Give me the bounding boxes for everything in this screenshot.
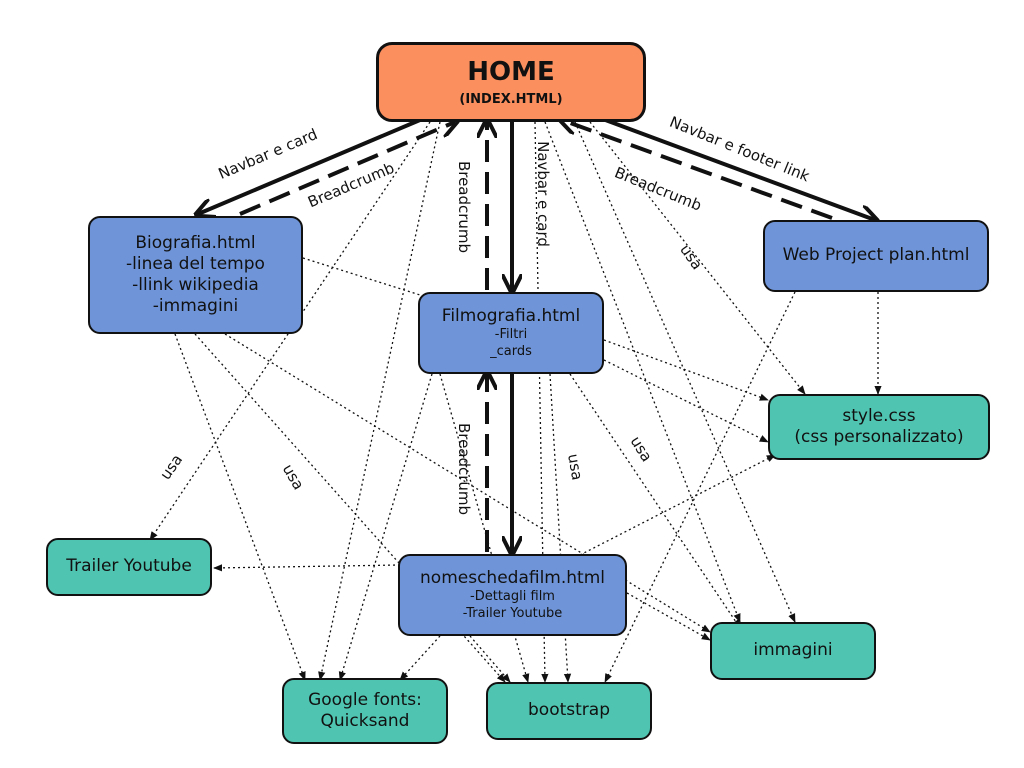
filmografia-title: Filmografia.html xyxy=(441,306,581,327)
breadcrumb-biografia-to-home xyxy=(239,122,455,216)
label-breadcrumb-center-bottom: Breadcrumb xyxy=(455,422,474,516)
usa-scheda-to-fonts xyxy=(399,635,441,681)
usa-filmografia-to-style-2 xyxy=(603,359,769,443)
usa-biografia-to-fonts xyxy=(174,333,306,681)
usa-filmografia-to-immagini xyxy=(569,373,741,629)
filmografia-node: Filmografia.html -Filtri _cards xyxy=(418,292,604,374)
usa-home-to-immagini-2 xyxy=(574,121,796,623)
label-breadcrumb-center-top: Breadcrumb xyxy=(455,160,474,254)
label-navbar-card-center: Navbar e card xyxy=(533,141,552,247)
home-node: HOME (INDEX.HTML) xyxy=(376,42,646,122)
webproject-title: Web Project plan.html xyxy=(782,245,970,266)
usa-scheda-to-style xyxy=(579,454,776,556)
filmografia-line-2: _cards xyxy=(490,343,532,359)
usa-scheda-to-immagini xyxy=(626,592,711,641)
style-line-1: (css personalizzato) xyxy=(794,427,964,447)
nav-home-to-biografia xyxy=(198,118,421,214)
biografia-line-2: -llink wikipedia xyxy=(132,275,259,295)
biografia-line-1: -linea del tempo xyxy=(126,253,265,274)
scheda-line-1: -Dettagli film xyxy=(470,589,555,605)
scheda-title: nomeschedafilm.html xyxy=(420,568,605,589)
usa-filmografia-to-bootstrap-2 xyxy=(549,373,572,683)
home-subtitle: (INDEX.HTML) xyxy=(459,92,563,108)
fonts-line-1: Quicksand xyxy=(320,711,410,731)
immagini-node: immagini xyxy=(710,622,876,680)
trailer-title: Trailer Youtube xyxy=(66,556,192,577)
filmografia-line-1: -Filtri xyxy=(494,327,528,343)
trailer-node: Trailer Youtube xyxy=(46,538,212,596)
style-node: style.css (css personalizzato) xyxy=(768,394,990,460)
bootstrap-node: bootstrap xyxy=(486,682,652,740)
fonts-node: Google fonts: Quicksand xyxy=(282,678,448,744)
style-title: style.css xyxy=(842,405,916,426)
usa-home-to-fonts xyxy=(318,121,441,681)
biografia-title: Biografia.html xyxy=(135,232,256,253)
biografia-line-3: -immagini xyxy=(152,296,239,317)
usa-scheda-to-bootstrap xyxy=(469,635,511,683)
scheda-node: nomeschedafilm.html -Dettagli film -Trai… xyxy=(398,554,627,636)
nav-home-to-webproject xyxy=(599,116,875,220)
immagini-title: immagini xyxy=(753,640,833,661)
usa-filmografia-to-fonts xyxy=(338,373,433,681)
webproject-node: Web Project plan.html xyxy=(763,220,989,292)
biografia-node: Biografia.html -linea del tempo -llink w… xyxy=(88,216,303,334)
usa-biografia-to-filmografia xyxy=(302,257,421,296)
usa-scheda-to-trailer xyxy=(213,564,401,572)
usa-filmografia-to-style-1 xyxy=(603,339,769,401)
breadcrumb-webproject-to-home xyxy=(562,120,833,220)
scheda-line-2: -Trailer Youtube xyxy=(462,605,563,621)
home-title: HOME xyxy=(467,56,555,87)
bootstrap-title: bootstrap xyxy=(528,700,610,721)
usa-webproject-to-bootstrap xyxy=(604,291,796,683)
fonts-title: Google fonts: xyxy=(308,689,422,710)
